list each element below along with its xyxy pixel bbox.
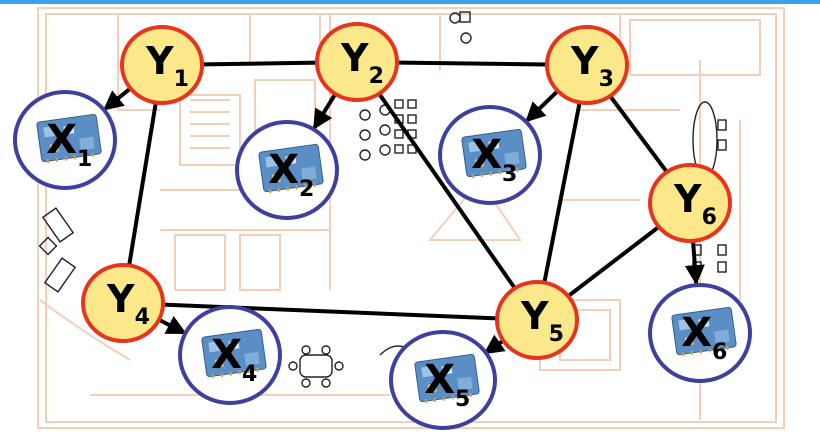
hidden-node-circle xyxy=(81,263,165,343)
node-label-y3: Y3 xyxy=(570,39,614,92)
node-label-y4: Y4 xyxy=(106,277,150,330)
node-label-y6: Y6 xyxy=(673,177,717,230)
observed-node-x3: X3 xyxy=(438,105,542,205)
edge-y2-y5 xyxy=(355,60,539,322)
arrow-y2-x2 xyxy=(312,89,340,130)
hidden-node-y4: Y4 xyxy=(81,263,165,343)
observed-node-x5: X5 xyxy=(389,330,497,430)
arrow-y3-x3 xyxy=(525,86,563,123)
sensor-board-icon xyxy=(461,128,527,179)
arrow-y1-x1 xyxy=(103,84,135,111)
sensor-board-icon xyxy=(671,306,737,357)
node-label-y2: Y2 xyxy=(340,36,384,89)
observed-node-x1: X1 xyxy=(13,90,117,190)
node-label-x3: X3 xyxy=(471,132,517,187)
arrow-y6-x6 xyxy=(684,236,705,286)
node-label-x1: X1 xyxy=(46,117,92,172)
hidden-node-circle xyxy=(495,280,579,360)
hidden-node-y2: Y2 xyxy=(315,22,399,102)
edge-y1-y4 xyxy=(121,64,164,304)
hidden-node-y1: Y1 xyxy=(120,25,204,105)
edge-y4-y5 xyxy=(122,301,538,322)
hidden-node-y3: Y3 xyxy=(545,25,629,105)
node-label-x2: X2 xyxy=(268,147,314,202)
hidden-node-circle xyxy=(545,25,629,105)
node-label-x5: X5 xyxy=(424,357,470,412)
hidden-node-circle xyxy=(315,22,399,102)
furniture-icons xyxy=(38,11,727,388)
hidden-node-y6: Y6 xyxy=(648,163,732,243)
node-label-x6: X6 xyxy=(681,310,727,365)
node-label-y1: Y1 xyxy=(145,39,189,92)
edge-y3-y5 xyxy=(535,64,589,321)
top-accent-bar xyxy=(0,0,820,4)
sensor-board-icon xyxy=(414,353,480,404)
node-label-y5: Y5 xyxy=(520,294,564,347)
sensor-board-icon xyxy=(201,328,267,379)
hidden-node-y5: Y5 xyxy=(495,280,579,360)
sensor-board-icon xyxy=(36,113,102,164)
observed-node-x4: X4 xyxy=(178,305,282,405)
observed-node-x6: X6 xyxy=(648,283,752,383)
observed-node-x2: X2 xyxy=(235,120,339,220)
sensor-board-icon xyxy=(258,143,324,194)
node-label-x4: X4 xyxy=(211,332,257,387)
hidden-node-circle xyxy=(120,25,204,105)
hidden-node-circle xyxy=(648,163,732,243)
